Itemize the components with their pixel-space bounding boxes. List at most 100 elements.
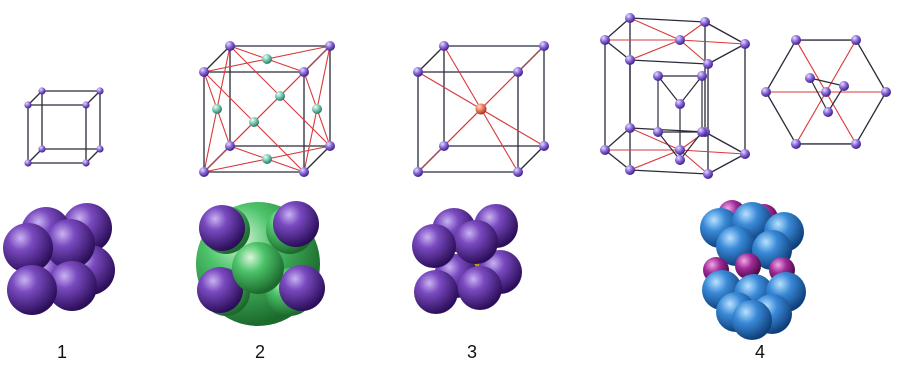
bcc-body-diagonal [418, 72, 481, 109]
center-atom [821, 87, 831, 97]
hex-view-radial [826, 92, 856, 144]
hex-top-radial [630, 18, 680, 40]
hex-view-edge [766, 92, 796, 144]
purple-sphere [7, 265, 57, 315]
hex-top-edge [630, 18, 705, 22]
corner-atom [38, 145, 45, 152]
hex-inner-edge [680, 76, 702, 104]
face-atom [262, 154, 272, 164]
label-1: 1 [42, 342, 82, 363]
corner-atom [225, 41, 235, 51]
interior-atom [653, 127, 663, 137]
corner-atom [96, 145, 103, 152]
corner-atom [600, 145, 610, 155]
corner-atom [24, 101, 31, 108]
face-atom [212, 104, 222, 114]
bcc-edge [418, 46, 444, 72]
interior-atom [697, 71, 707, 81]
hex-view-edge [856, 92, 886, 144]
corner-atom [82, 101, 89, 108]
purple-sphere [458, 266, 502, 310]
corner-atom [791, 139, 801, 149]
corner-atom [325, 41, 335, 51]
lattice-atoms-layer [24, 13, 891, 179]
hex-bottom-edge [708, 154, 745, 174]
corner-atom [600, 35, 610, 45]
interior-atom [805, 73, 815, 83]
purple-sphere [412, 224, 456, 268]
corner-atom [703, 59, 713, 69]
lattice-lines-layer [28, 18, 886, 174]
corner-atom [625, 13, 635, 23]
bcc-edge [518, 146, 544, 172]
hex-top-radial [630, 40, 680, 60]
corner-atom [199, 67, 209, 77]
corner-atom [413, 167, 423, 177]
corner-atom [740, 39, 750, 49]
hex-top-edge [705, 22, 745, 44]
corner-atom [513, 67, 523, 77]
corner-atom [625, 55, 635, 65]
hex-view-edge [856, 40, 886, 92]
purple-sphere [279, 265, 325, 311]
corner-atom [199, 167, 209, 177]
hex-view-radial [796, 40, 826, 92]
corner-atom [539, 141, 549, 151]
corner-atom [225, 141, 235, 151]
hex-inner-edge [658, 132, 680, 160]
corner-atom [851, 35, 861, 45]
face-atom [262, 54, 272, 64]
interior-atom [675, 155, 685, 165]
corner-atom [513, 167, 523, 177]
hex-inner-edge [658, 76, 680, 104]
corner-atom [299, 67, 309, 77]
corner-atom [539, 41, 549, 51]
sphere-models-layer [3, 200, 806, 340]
face-atom [275, 91, 285, 101]
corner-atom [851, 139, 861, 149]
bcc-body-diagonal [444, 109, 481, 146]
fcc-edge [204, 46, 230, 72]
purple-sphere [454, 220, 498, 264]
hex-inner-edge [680, 132, 702, 160]
hex-view-edge [766, 40, 796, 92]
hex-bottom-edge [705, 132, 745, 154]
bcc-body-diagonal [481, 109, 518, 172]
interior-atom [675, 99, 685, 109]
corner-atom [700, 17, 710, 27]
label-2: 2 [240, 342, 280, 363]
bcc-body-diagonal [444, 46, 481, 109]
purple-sphere [199, 205, 245, 251]
hex-bottom-radial [630, 150, 680, 170]
corner-atom [82, 159, 89, 166]
corner-atom [325, 141, 335, 151]
hex-top-edge [708, 44, 745, 64]
corner-atom [740, 149, 750, 159]
label-4: 4 [740, 342, 780, 363]
hex-top-radial [680, 40, 708, 64]
green-sphere-front [232, 242, 284, 294]
bcc-body-diagonal [481, 46, 544, 109]
face-atom [312, 104, 322, 114]
interior-atom [697, 127, 707, 137]
corner-atom [625, 165, 635, 175]
corner-atom [881, 87, 891, 97]
corner-atom [703, 169, 713, 179]
center-atom [476, 104, 487, 115]
corner-atom [299, 167, 309, 177]
corner-atom [413, 67, 423, 77]
hex-top-edge [630, 60, 708, 64]
basal-center-atom [675, 145, 685, 155]
hex-view-inner-edge [810, 78, 844, 86]
corner-atom [38, 87, 45, 94]
interior-atom [839, 81, 849, 91]
corner-atom [791, 35, 801, 45]
label-3: 3 [452, 342, 492, 363]
interior-atom [653, 71, 663, 81]
blue-sphere [732, 300, 772, 340]
bcc-body-diagonal [481, 109, 544, 146]
corner-atom [625, 123, 635, 133]
face-atom [249, 117, 259, 127]
